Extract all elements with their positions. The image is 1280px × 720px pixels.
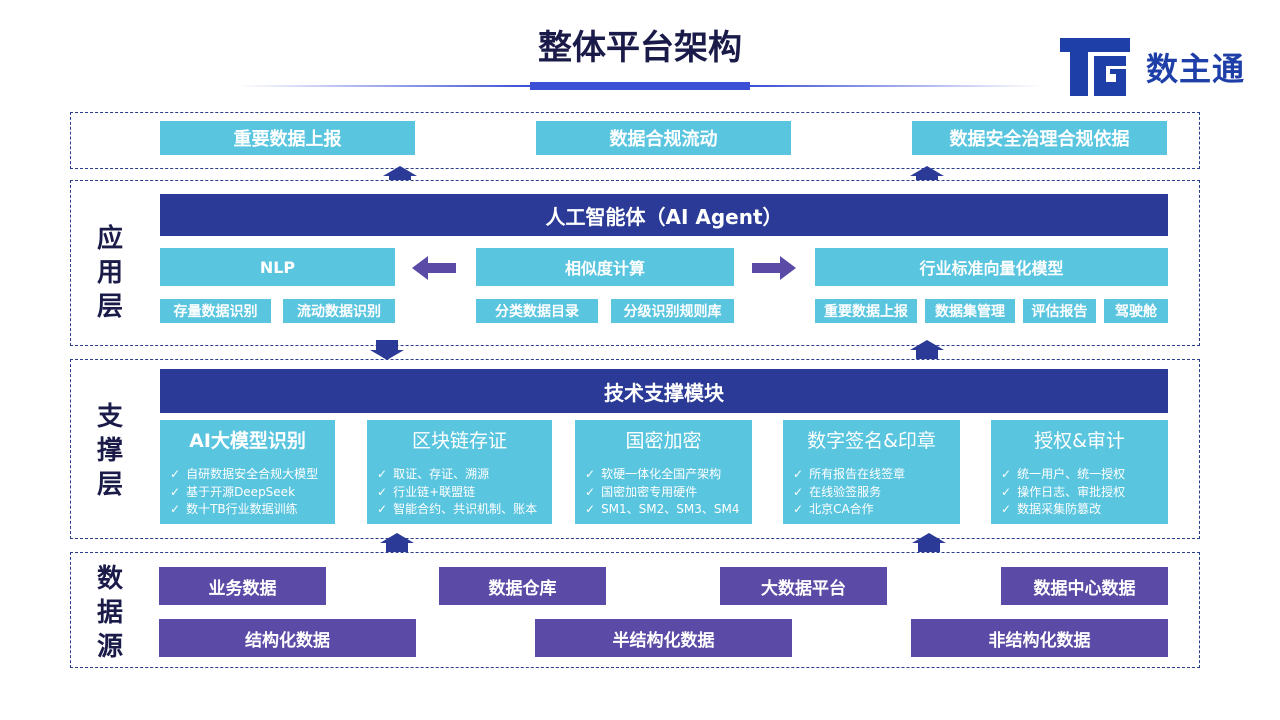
- block-title: 授权&审计: [1034, 430, 1125, 452]
- vector-model-box: 行业标准向量化模型: [815, 248, 1168, 286]
- chip-assessment-report: 评估报告: [1023, 299, 1096, 323]
- chip-important-report: 重要数据上报: [815, 299, 917, 323]
- similarity-box: 相似度计算: [476, 248, 734, 286]
- block-authorization-audit: 授权&审计 统一用户、统一授权 操作日志、审批授权 数据采集防篡改: [991, 420, 1168, 524]
- block-item: 数据采集防篡改: [1001, 501, 1168, 519]
- block-item: 数十TB行业数据训练: [170, 501, 335, 519]
- block-item: 行业链+联盟链: [377, 484, 552, 502]
- chip-grading-rules: 分级识别规则库: [611, 299, 734, 323]
- chip-cockpit: 驾驶舱: [1104, 299, 1168, 323]
- block-item: SM1、SM2、SM3、SM4: [585, 501, 752, 519]
- title-underline-right: [750, 85, 1040, 87]
- brand-name: 数主通: [1146, 50, 1246, 88]
- block-item: 取证、存证、溯源: [377, 466, 552, 484]
- block-item: 所有报告在线签章: [793, 466, 960, 484]
- block-title: AI大模型识别: [189, 430, 306, 452]
- arrow-down-icon: [370, 340, 404, 360]
- data-source-datacenter: 数据中心数据: [1001, 567, 1168, 605]
- data-source-business: 业务数据: [159, 567, 326, 605]
- top-item-compliance-basis: 数据安全治理合规依据: [912, 121, 1167, 155]
- chip-stock-data: 存量数据识别: [160, 299, 271, 323]
- arrow-left-icon: [412, 256, 456, 280]
- block-item: 北京CA合作: [793, 501, 960, 519]
- title-underline-left: [240, 85, 530, 87]
- brand-logo-icon: [1060, 38, 1130, 96]
- data-source-warehouse: 数据仓库: [439, 567, 606, 605]
- block-item: 统一用户、统一授权: [1001, 466, 1168, 484]
- block-item: 基于开源DeepSeek: [170, 484, 335, 502]
- block-ai-model: AI大模型识别 自研数据安全合规大模型 基于开源DeepSeek 数十TB行业数…: [160, 420, 335, 524]
- ai-agent-header: 人工智能体（AI Agent）: [160, 194, 1168, 236]
- block-blockchain: 区块链存证 取证、存证、溯源 行业链+联盟链 智能合约、共识机制、账本: [367, 420, 552, 524]
- data-source-bigdata: 大数据平台: [720, 567, 887, 605]
- arrow-up-icon: [380, 533, 414, 553]
- block-item: 智能合约、共识机制、账本: [377, 501, 552, 519]
- block-title: 数字签名&印章: [807, 430, 936, 452]
- data-layer-label: 数据源: [96, 564, 123, 662]
- arrow-right-icon: [752, 256, 796, 280]
- chip-dataset-management: 数据集管理: [925, 299, 1015, 323]
- chip-flow-data: 流动数据识别: [283, 299, 395, 323]
- tech-support-header: 技术支撑模块: [160, 369, 1168, 413]
- block-title: 国密加密: [625, 430, 702, 452]
- top-item-important-report: 重要数据上报: [160, 121, 415, 155]
- page-title: 整体平台架构: [538, 28, 742, 68]
- data-type-unstructured: 非结构化数据: [911, 619, 1168, 657]
- arrow-up-icon: [912, 533, 946, 553]
- arrow-up-icon: [910, 340, 944, 360]
- block-title: 区块链存证: [411, 430, 507, 452]
- data-type-structured: 结构化数据: [159, 619, 416, 657]
- block-digital-signature: 数字签名&印章 所有报告在线签章 在线验签服务 北京CA合作: [783, 420, 960, 524]
- block-item: 国密加密专用硬件: [585, 484, 752, 502]
- block-item: 自研数据安全合规大模型: [170, 466, 335, 484]
- nlp-box: NLP: [160, 248, 395, 286]
- title-underline-bar: [530, 82, 750, 90]
- block-item: 在线验签服务: [793, 484, 960, 502]
- block-item: 软硬一体化全国产架构: [585, 466, 752, 484]
- block-item: 操作日志、审批授权: [1001, 484, 1168, 502]
- top-item-compliant-flow: 数据合规流动: [536, 121, 791, 155]
- application-layer-label: 应用层: [96, 224, 123, 322]
- block-national-crypto: 国密加密 软硬一体化全国产架构 国密加密专用硬件 SM1、SM2、SM3、SM4: [575, 420, 752, 524]
- support-layer-label: 支撑层: [96, 402, 123, 500]
- chip-classification-catalog: 分类数据目录: [476, 299, 598, 323]
- data-type-semi-structured: 半结构化数据: [535, 619, 792, 657]
